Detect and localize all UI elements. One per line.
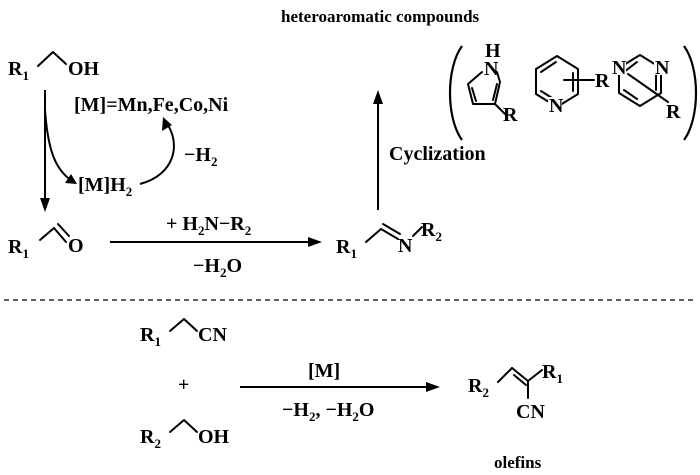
- nitrile-r1: R1 CN: [140, 318, 227, 349]
- cyclization-arrow: Cyclization: [373, 90, 486, 210]
- right-paren: [683, 45, 698, 141]
- metal-hydride: [M]H2: [78, 174, 132, 199]
- svg-text:CN: CN: [516, 401, 545, 423]
- top-section: R1 OH [M]=Mn,Fe,Co,Ni [M]H2 −H2 R1: [8, 7, 698, 280]
- alcohol-r1: R1 OH: [8, 51, 100, 83]
- olefination-arrow: [M] −H2, −H2O: [240, 360, 440, 424]
- svg-text:R: R: [595, 70, 610, 92]
- svg-text:N: N: [612, 57, 627, 79]
- plus-sign: +: [178, 374, 189, 396]
- pyrimidine-structure: N N R: [611, 54, 681, 123]
- svg-text:H: H: [485, 40, 501, 62]
- svg-text:R1: R1: [140, 324, 161, 349]
- catalyst-label: [M]: [308, 360, 340, 382]
- svg-text:R1: R1: [8, 58, 29, 83]
- alcohol-r2: R2 OH: [140, 419, 230, 451]
- svg-text:CN: CN: [198, 324, 227, 346]
- h2-release: −H2: [184, 144, 217, 169]
- svg-text:−H2, −H2O: −H2, −H2O: [282, 399, 374, 424]
- svg-text:N: N: [655, 57, 670, 79]
- hydride-formation-arrow: [44, 109, 77, 184]
- olefins-label: olefins: [494, 453, 542, 472]
- svg-text:R2: R2: [140, 426, 161, 451]
- oxidation-arrow: [40, 90, 50, 212]
- left-paren: [448, 45, 463, 141]
- dehydrogenation-arrow: [139, 117, 175, 185]
- svg-text:R1: R1: [8, 236, 29, 261]
- products-title: heteroaromatic compounds: [281, 7, 480, 26]
- svg-text:R2: R2: [468, 375, 489, 400]
- svg-text:R2: R2: [421, 219, 442, 244]
- svg-text:N: N: [398, 235, 413, 257]
- carbonyl-oxygen: O: [68, 235, 84, 257]
- bottom-section: R1 CN + R2 OH [M] −H2, −H2O R2 R1 CN: [140, 318, 563, 472]
- cyclization-label: Cyclization: [389, 143, 486, 165]
- imine: R1 N R2: [336, 219, 442, 261]
- hydroxyl-label: OH: [68, 58, 100, 80]
- svg-text:R1: R1: [542, 361, 563, 386]
- svg-text:+ H2N−R2: + H2N−R2: [166, 213, 251, 238]
- catalyst-metals: [M]=Mn,Fe,Co,Ni: [74, 94, 229, 116]
- pyridine-structure: N R: [535, 55, 610, 117]
- svg-text:R: R: [503, 104, 518, 126]
- aldehyde-r1: R1 O: [8, 223, 84, 261]
- svg-text:−H2O: −H2O: [193, 255, 242, 280]
- svg-text:N: N: [484, 58, 499, 80]
- svg-text:OH: OH: [198, 426, 230, 448]
- svg-text:N: N: [549, 95, 564, 117]
- olefin-product: R2 R1 CN: [468, 361, 563, 423]
- condensation-arrow: + H2N−R2 −H2O: [110, 213, 322, 280]
- svg-text:R1: R1: [336, 236, 357, 261]
- pyrrole-structure: H N R: [467, 40, 518, 126]
- svg-text:R: R: [666, 101, 681, 123]
